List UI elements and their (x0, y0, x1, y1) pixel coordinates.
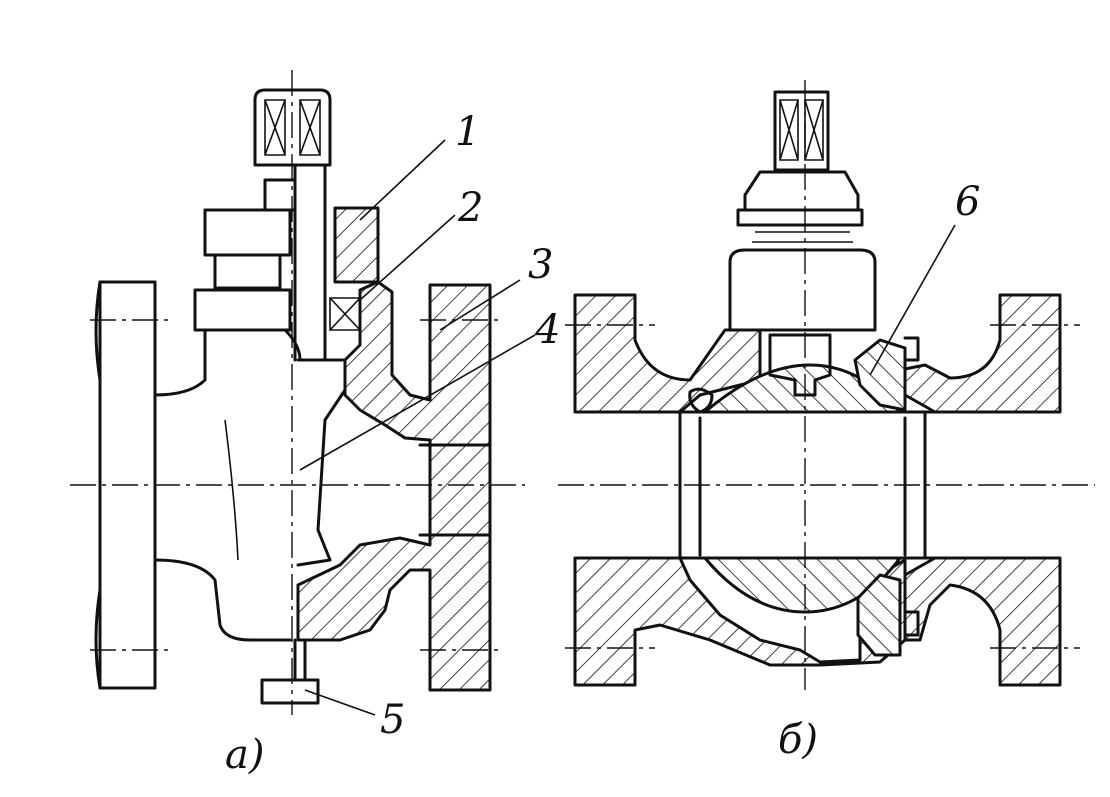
label-part-4: 4 (535, 307, 561, 353)
label-part-2: 2 (458, 185, 484, 231)
ball-bonnet (728, 248, 877, 332)
label-part-6: 6 (955, 179, 981, 225)
ball-hex-nut (743, 170, 860, 212)
label-part-3: 3 (528, 242, 554, 288)
seal (853, 338, 907, 412)
ball-stem-top (773, 90, 830, 172)
label-part-1: 1 (455, 109, 481, 155)
plug (296, 358, 347, 567)
bonnet-nut (193, 208, 292, 332)
seat-left (688, 387, 714, 414)
left-flange (98, 280, 157, 690)
ball-valve-drawing (558, 80, 1095, 690)
caption-right: б) (778, 717, 819, 763)
label-part-5: 5 (380, 697, 406, 743)
stem (293, 163, 327, 362)
ball-body-left (573, 293, 762, 414)
caption-left: а) (225, 732, 265, 778)
ball-body-right (898, 293, 1062, 414)
stem-handle (253, 88, 332, 167)
gland-section (333, 206, 380, 284)
bottom-screw (260, 638, 320, 705)
body-section (296, 280, 492, 692)
packing (329, 297, 361, 331)
plug-valve-drawing (70, 70, 536, 716)
